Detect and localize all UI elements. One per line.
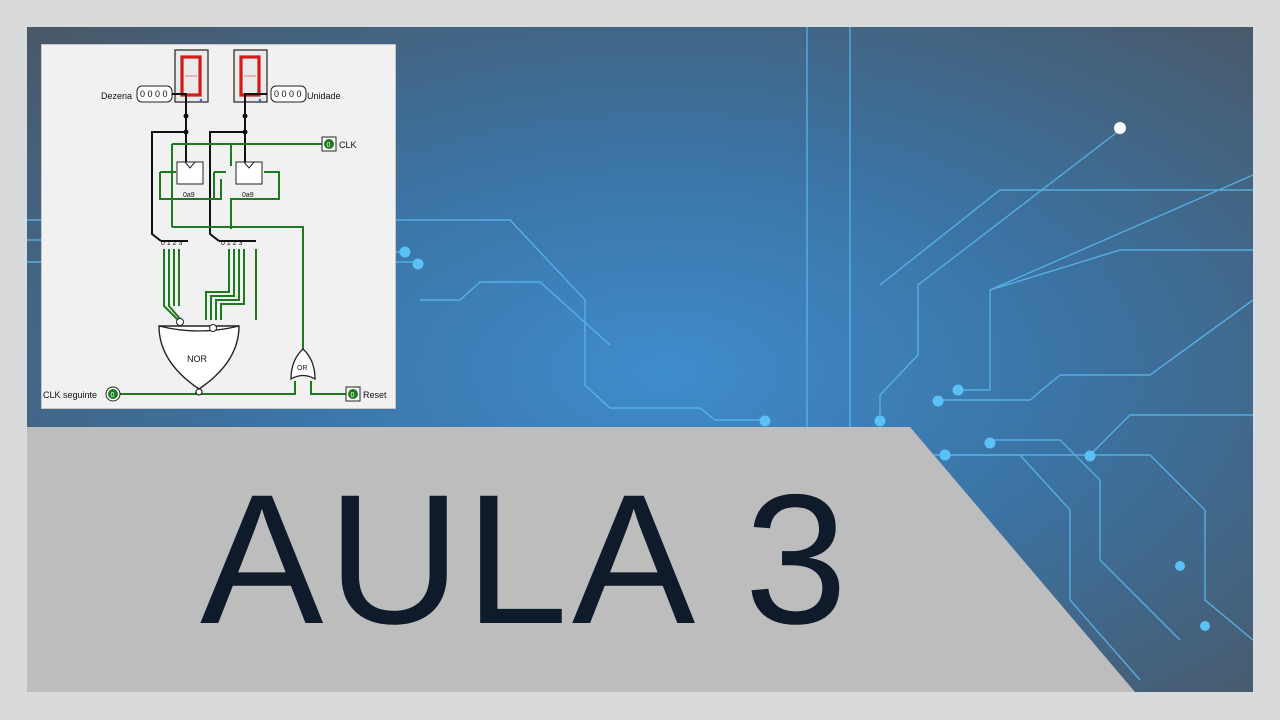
counter-units-label: 0a9 [242, 192, 254, 199]
or-label: OR [297, 365, 308, 372]
splitter-units: 0 1 2 3 [221, 240, 243, 247]
reset-label: Reset [363, 390, 387, 400]
white-dot [1114, 122, 1126, 134]
logic-circuit-diagram: Dezena 0 0 0 0 0 0 0 0 Unidade [41, 44, 396, 409]
signal-wires [119, 143, 346, 395]
bus-wires [151, 93, 267, 242]
reset-input-pin[interactable]: 0 [345, 386, 361, 402]
tens-bits: 0 0 0 0 [140, 89, 168, 99]
clk-input-pin[interactable]: 0 [321, 136, 337, 152]
units-bits: 0 0 0 0 [274, 89, 302, 99]
pcb-pads [399, 246, 1210, 631]
clk-next-label: CLK seguinte [43, 390, 97, 400]
tens-label: Dezena [101, 91, 132, 101]
lesson-title: AULA 3 [200, 457, 852, 663]
clk-next-output-pin: 0 [105, 386, 121, 402]
clk-pin-value: 0 [327, 142, 331, 149]
units-label: Unidade [307, 91, 341, 101]
pcb-traces [27, 27, 1254, 681]
units-bit-probe [270, 85, 307, 103]
clk-label: CLK [339, 140, 357, 150]
splitter-tens: 0 1 2 3 [161, 240, 183, 247]
counter-units: 0a9 [235, 161, 263, 199]
clk-next-value: 0 [111, 392, 115, 399]
counter-tens: 0a9 [176, 161, 204, 199]
or-gate: OR [290, 348, 316, 381]
nor-label: NOR [187, 354, 208, 364]
counter-tens-label: 0a9 [183, 192, 195, 199]
nor-gate: NOR [158, 318, 240, 396]
reset-value: 0 [351, 392, 355, 399]
